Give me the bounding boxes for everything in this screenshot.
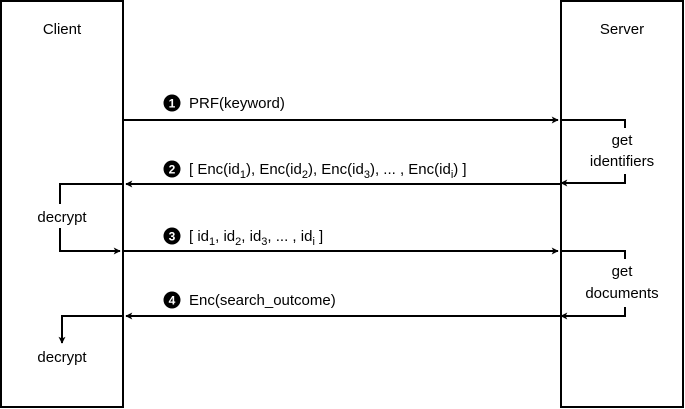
server-action-2-line-2: documents xyxy=(585,285,658,302)
server-process-2-bg xyxy=(576,259,674,307)
step-4-badge xyxy=(163,291,181,309)
client-action-2-label: decrypt xyxy=(37,349,87,366)
client-process-1-bg xyxy=(24,204,104,228)
step-4-number: 4 xyxy=(169,294,176,308)
server-title: Server xyxy=(600,21,644,38)
step-4-label: Enc(search_outcome) xyxy=(189,292,336,309)
step-3-badge xyxy=(163,227,181,245)
step-3-number: 3 xyxy=(169,230,176,244)
server-column xyxy=(560,0,684,408)
step-1-label: PRF(keyword) xyxy=(189,95,285,112)
server-action-1-line-2: identifiers xyxy=(590,153,654,170)
server-action-1-line-1: get xyxy=(612,132,634,149)
client-process-2-arrow xyxy=(58,315,123,344)
client-title: Client xyxy=(43,21,82,38)
server-process-1-bg xyxy=(578,128,672,174)
client-action-1-label: decrypt xyxy=(37,209,87,226)
server-action-2-line-1: get xyxy=(612,263,634,280)
client-column xyxy=(0,0,124,408)
step-3-label: [ id1, id2, id3, ... , idi ] xyxy=(189,228,323,248)
step-1-badge xyxy=(163,94,181,112)
step-2-number: 2 xyxy=(169,163,176,177)
step-1-number: 1 xyxy=(169,97,176,111)
step-2-label: [ Enc(id1), Enc(id2), Enc(id3), ... , En… xyxy=(189,161,467,181)
step-2-badge xyxy=(163,160,181,178)
